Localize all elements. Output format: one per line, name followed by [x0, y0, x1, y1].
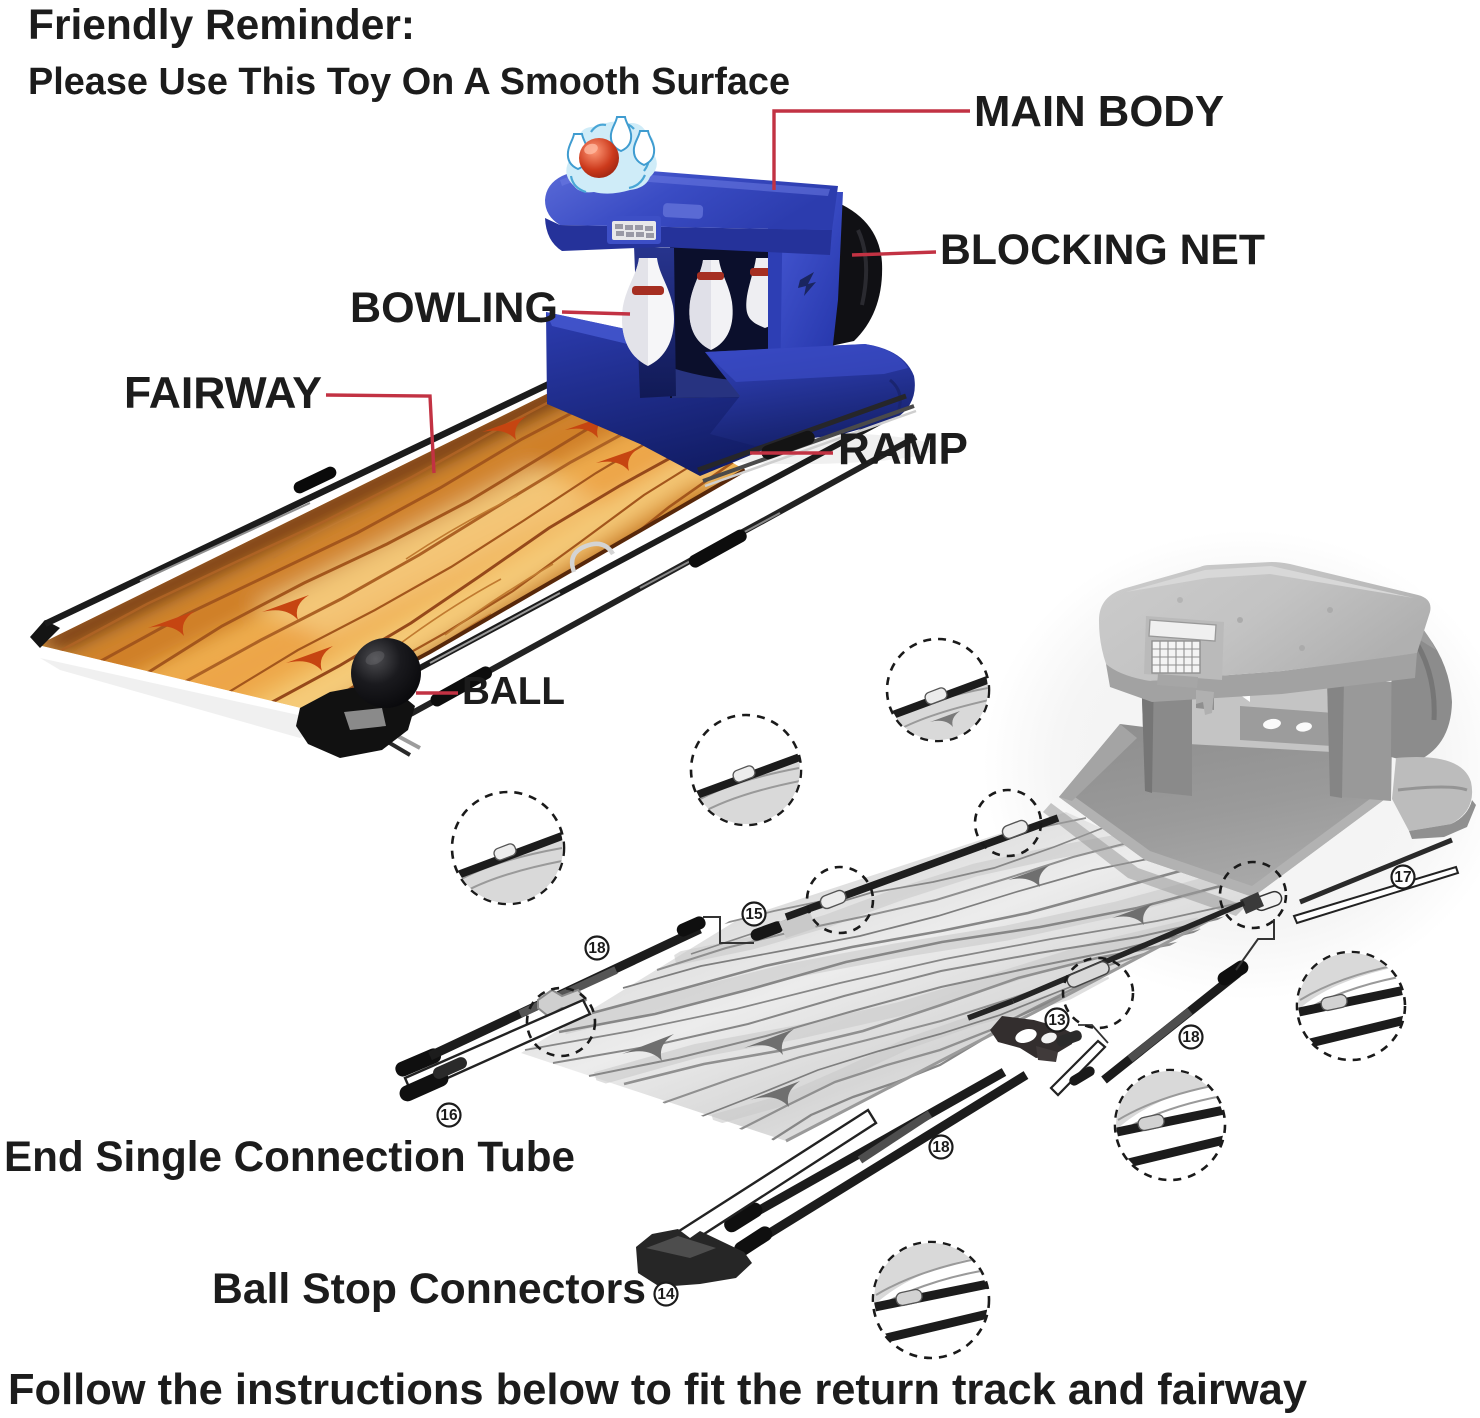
svg-text:17: 17: [1394, 869, 1411, 886]
svg-text:BALL: BALL: [462, 670, 565, 713]
svg-text:18: 18: [932, 1139, 950, 1156]
svg-text:Follow the instructions below: Follow the instructions below to fit the…: [8, 1366, 1307, 1414]
svg-text:18: 18: [588, 940, 606, 957]
svg-text:FAIRWAY: FAIRWAY: [124, 369, 322, 418]
svg-text:BLOCKING NET: BLOCKING NET: [940, 226, 1265, 274]
svg-text:16: 16: [440, 1107, 458, 1124]
svg-text:Friendly Reminder:: Friendly Reminder:: [28, 2, 415, 49]
svg-text:13: 13: [1048, 1012, 1066, 1029]
svg-text:Please Use This Toy On A Smoot: Please Use This Toy On A Smooth Surface: [28, 61, 790, 103]
svg-text:BOWLING: BOWLING: [350, 284, 558, 332]
svg-text:Ball Stop Connectors: Ball Stop Connectors: [212, 1265, 646, 1313]
svg-text:18: 18: [1182, 1029, 1200, 1046]
svg-text:End Single Connection Tube: End Single Connection Tube: [4, 1133, 575, 1180]
svg-text:15: 15: [745, 906, 763, 923]
svg-text:MAIN BODY: MAIN BODY: [974, 87, 1224, 136]
svg-text:14: 14: [657, 1286, 675, 1303]
svg-text:RAMP: RAMP: [838, 425, 968, 474]
